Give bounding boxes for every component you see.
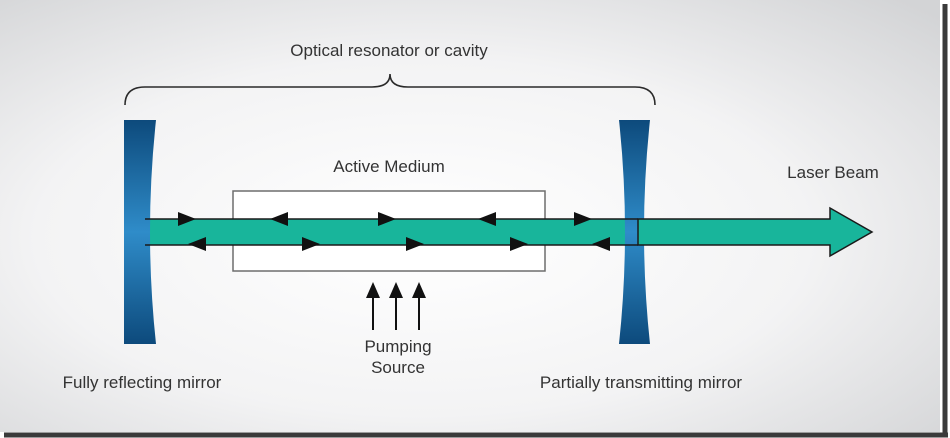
left-mirror-label: Fully reflecting mirror (63, 373, 222, 392)
active-medium-label: Active Medium (333, 157, 444, 176)
pump-arrows (366, 282, 426, 330)
right-mirror-label: Partially transmitting mirror (540, 373, 742, 392)
arrowhead-right-icon (406, 237, 424, 251)
cavity-brace (124, 73, 656, 106)
left-mirror (124, 120, 156, 344)
laser-beam-label: Laser Beam (787, 163, 879, 182)
arrowhead-right-icon (378, 212, 396, 226)
up-arrow-icon (412, 282, 426, 330)
beam-markers-top (178, 212, 592, 226)
arrowhead-left-icon (188, 237, 206, 251)
arrowhead-right-icon (510, 237, 528, 251)
laser-beam-cavity (143, 219, 638, 245)
pumping-source-label-line1: Pumping (364, 337, 431, 356)
arrowhead-left-icon (478, 212, 496, 226)
right-mirror (619, 120, 650, 344)
up-arrow-icon (389, 282, 403, 330)
arrowhead-left-icon (592, 237, 610, 251)
pumping-source-label-line2: Source (371, 358, 425, 377)
beam-markers-bottom (188, 237, 610, 251)
arrowhead-right-icon (178, 212, 196, 226)
arrowhead-left-icon (270, 212, 288, 226)
arrowhead-right-icon (302, 237, 320, 251)
arrowhead-right-icon (574, 212, 592, 226)
up-arrow-icon (366, 282, 380, 330)
cavity-label: Optical resonator or cavity (290, 41, 488, 60)
laser-beam-output (637, 206, 874, 258)
